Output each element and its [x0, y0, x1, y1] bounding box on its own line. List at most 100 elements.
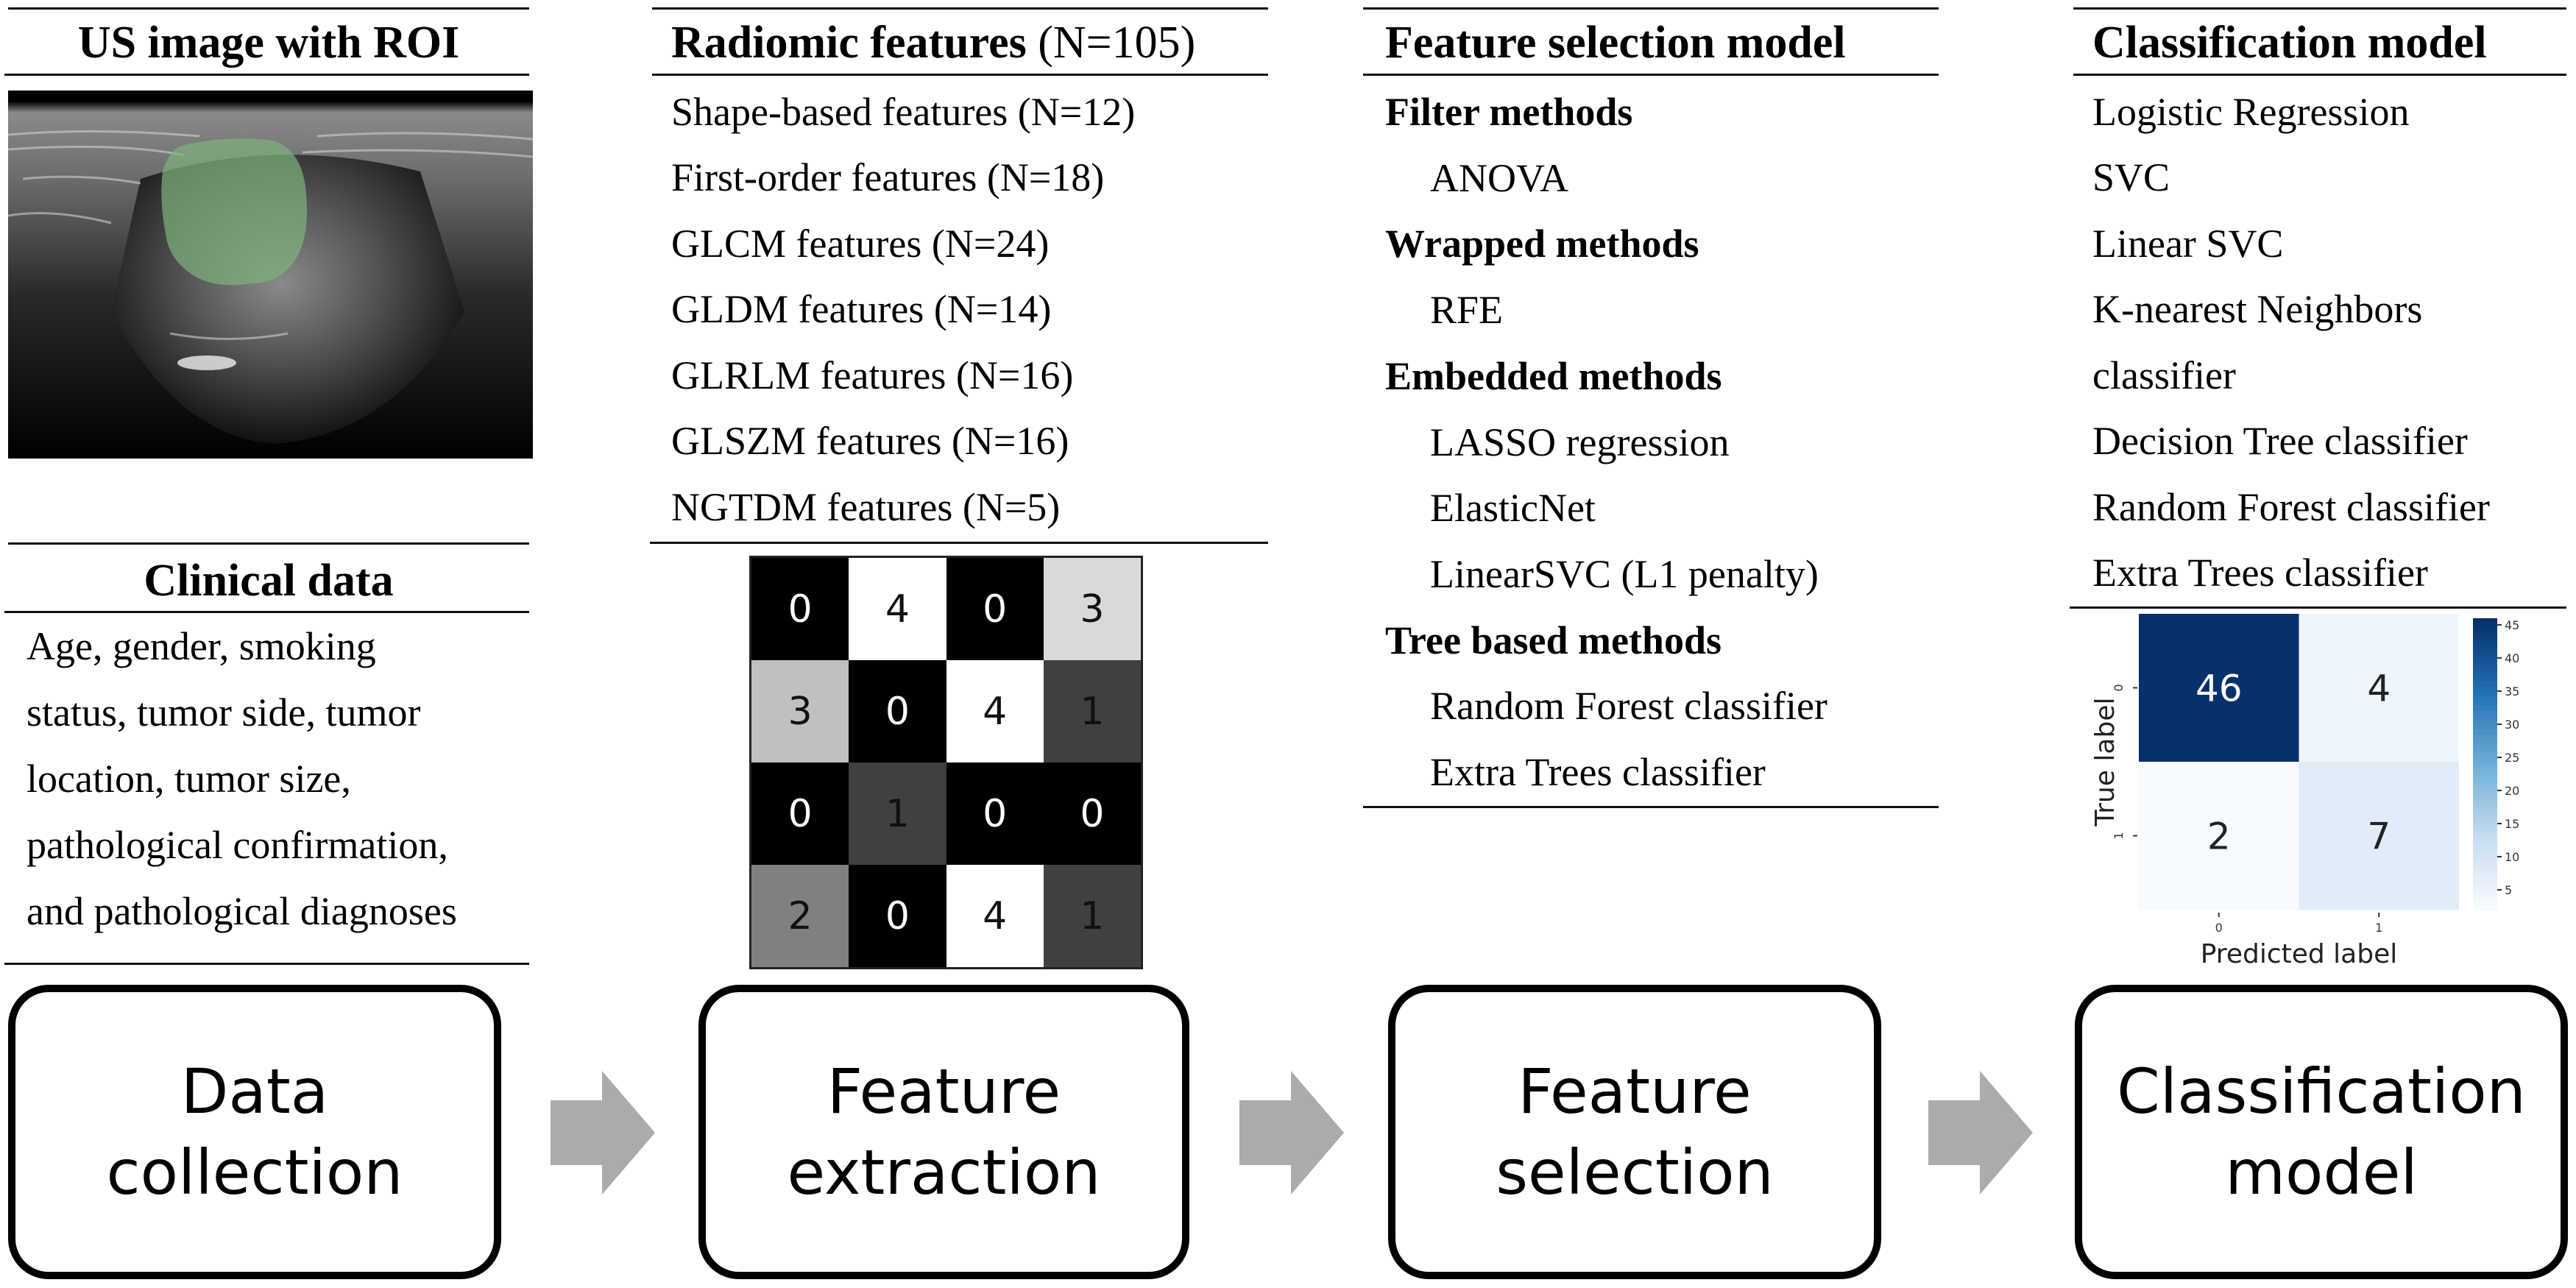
radiomic-feature-item: NGTDM features (N=5): [671, 485, 1061, 529]
radiomic-title-bold: Radiomic features: [671, 18, 1027, 68]
colorbar-segment: [2473, 817, 2497, 824]
y-tick-label: 0: [2112, 684, 2126, 691]
colorbar-segment: [2473, 720, 2497, 726]
divider: [2070, 606, 2566, 609]
matrix-cell: 4: [946, 865, 1044, 967]
colorbar-segment: [2473, 871, 2497, 877]
colorbar-segment: [2473, 647, 2497, 654]
divider: [8, 542, 529, 545]
method-item: ANOVA: [1430, 155, 1569, 200]
divider: [1363, 74, 1939, 76]
colorbar-segment: [2473, 856, 2497, 862]
x-tick-label: 1: [2375, 921, 2382, 935]
method-group-heading: Wrapped methods: [1385, 222, 1699, 266]
colorbar-segment: [2473, 895, 2497, 901]
method-item: LinearSVC (L1 penalty): [1430, 551, 1819, 596]
colorbar-segment: [2473, 813, 2497, 818]
colorbar-segment: [2473, 652, 2497, 658]
colorbar-segment: [2473, 890, 2497, 896]
divider: [4, 611, 529, 613]
colorbar-segment: [2473, 837, 2497, 843]
colorbar-segment: [2473, 623, 2497, 629]
heatmap-cell: [2139, 762, 2299, 910]
clinical-line: Age, gender, smoking: [26, 624, 376, 668]
y-tick-label: 1: [2112, 832, 2126, 839]
classifier-item: K-nearest Neighbors: [2092, 287, 2423, 331]
divider: [652, 7, 1268, 10]
matrix-cell: 0: [849, 660, 946, 762]
colorbar-tick-label: 45: [2505, 618, 2519, 632]
x-tick-label: 0: [2215, 921, 2223, 935]
colorbar-segment: [2473, 657, 2497, 663]
matrix-cell: 3: [751, 660, 849, 762]
divider: [4, 74, 529, 76]
matrix-cell: 0: [946, 762, 1044, 865]
colorbar-segment: [2473, 866, 2497, 872]
colorbar-segment: [2473, 632, 2497, 639]
method-item: RFE: [1430, 288, 1504, 333]
heatmap-cell: [2299, 614, 2459, 762]
clinical-line: pathological confirmation,: [26, 823, 448, 867]
colorbar-segment: [2473, 861, 2497, 867]
method-item: Extra Trees classifier: [1430, 750, 1766, 794]
ultrasound-image: [8, 91, 533, 459]
radiomic-features-title: Radiomic features (N=105): [671, 13, 1195, 72]
matrix-cell: 4: [849, 558, 946, 660]
divider: [4, 963, 529, 965]
colorbar-segment: [2473, 793, 2497, 799]
colorbar-segment: [2473, 749, 2497, 755]
radiomic-feature-item: First-order features (N=18): [671, 155, 1105, 199]
method-item: Random Forest classifier: [1430, 684, 1827, 729]
colorbar-segment: [2473, 701, 2497, 707]
radiomic-feature-item: GLDM features (N=14): [671, 287, 1052, 331]
step-label: Classification: [2117, 1055, 2526, 1128]
colorbar-segment: [2473, 851, 2497, 857]
arrow-right-icon: [1239, 1071, 1344, 1195]
colorbar-segment: [2473, 783, 2497, 789]
colorbar-segment: [2473, 788, 2497, 794]
colorbar-tick-label: 30: [2505, 718, 2519, 732]
colorbar-segment: [2473, 667, 2497, 673]
matrix-cell: 4: [946, 660, 1044, 762]
divider: [1363, 806, 1939, 808]
heatmap-cell: [2299, 762, 2459, 910]
bright-echo: [177, 355, 236, 370]
colorbar-segment: [2473, 643, 2497, 648]
colorbar-segment: [2473, 774, 2497, 779]
classification-title: Classification model: [2092, 18, 2487, 68]
clinical-line: and pathological diagnoses: [26, 889, 457, 933]
colorbar-tick-label: 40: [2505, 651, 2519, 665]
colorbar-segment: [2473, 841, 2497, 848]
step-label: Feature: [1518, 1055, 1752, 1128]
colorbar-tick-label: 15: [2505, 817, 2519, 831]
radiomic-feature-item: GLRLM features (N=16): [671, 353, 1074, 397]
colorbar-tick-label: 20: [2505, 784, 2519, 798]
heatmap-value: 4: [2367, 668, 2391, 710]
colorbar-segment: [2473, 759, 2497, 765]
matrix-cell: 0: [751, 762, 849, 865]
colorbar-tick-label: 25: [2505, 751, 2519, 765]
arrow-right-icon: [551, 1071, 655, 1195]
method-group-heading: Filter methods: [1385, 90, 1633, 134]
method-item: LASSO regression: [1430, 420, 1730, 464]
colorbar-segment: [2473, 715, 2497, 721]
colorbar-segment: [2473, 764, 2497, 770]
colorbar-segment: [2473, 875, 2497, 882]
colorbar-segment: [2473, 807, 2497, 813]
colorbar-segment: [2473, 710, 2497, 716]
classifier-item: Decision Tree classifier: [2092, 419, 2468, 463]
colorbar-segment: [2473, 705, 2497, 712]
colorbar-segment: [2473, 798, 2497, 804]
step-label: collection: [106, 1136, 403, 1209]
colorbar-segment: [2473, 676, 2497, 682]
colorbar-segment: [2473, 778, 2497, 785]
step-label: extraction: [787, 1136, 1101, 1209]
matrix-cell: 0: [751, 558, 849, 660]
matrix-cell: 1: [849, 762, 946, 865]
colorbar-segment: [2473, 696, 2497, 702]
matrix-cell: 0: [1043, 762, 1141, 865]
clinical-line: status, tumor side, tumor: [26, 690, 421, 735]
step-label: Data: [180, 1055, 329, 1128]
